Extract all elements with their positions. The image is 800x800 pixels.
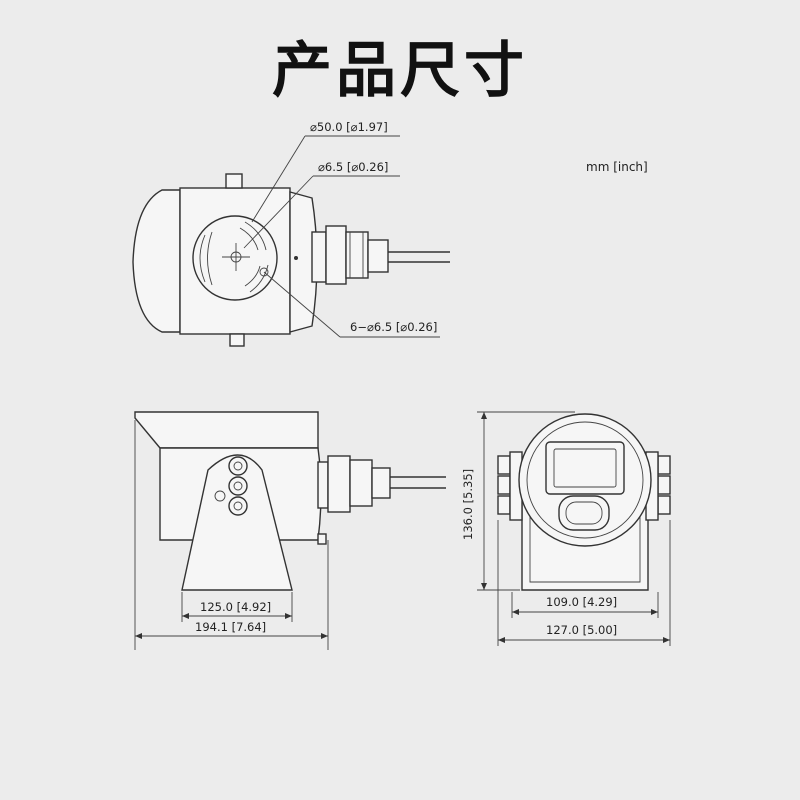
side-view: 125.0 [4.92] 194.1 [7.64]: [134, 411, 446, 650]
dim-overall-width: 127.0 [5.00]: [546, 623, 617, 637]
side-gland-tip: [371, 467, 391, 499]
front-side-bolt: [657, 475, 671, 495]
dim-hole-diameter: ⌀6.5 [⌀0.26]: [318, 160, 388, 174]
gland-base: [311, 231, 327, 283]
arc-slot: [244, 265, 261, 287]
front-window: [545, 441, 625, 495]
top-view-rear-housing: [132, 189, 181, 333]
sun-shield: [134, 411, 319, 449]
front-side-bolt: [497, 455, 511, 475]
front-view: 136.0 [5.35] 109.0 [4.29] 127.0 [5.00]: [461, 411, 671, 646]
gland-tip: [367, 239, 389, 273]
top-view-bottom-knob: [229, 333, 245, 347]
bracket-pin: [214, 490, 226, 502]
top-view-body: [179, 187, 291, 335]
gland-hex: [345, 231, 369, 279]
top-view: ⌀50.0 [⌀1.97] ⌀6.5 [⌀0.26] 6−⌀6.5 [⌀0.26…: [132, 120, 450, 347]
screw-dot: [294, 256, 298, 260]
page-title: 产品尺寸: [272, 36, 528, 106]
side-gland-nut: [327, 455, 351, 513]
dim-height: 136.0 [5.35]: [461, 469, 475, 540]
front-side-bolt: [657, 455, 671, 475]
arc-slot: [199, 234, 206, 283]
gland-nut: [325, 225, 347, 285]
front-side-bolt: [657, 495, 671, 515]
bracket-bolt: [228, 476, 248, 496]
arc-slot: [239, 227, 259, 251]
side-gland-hex: [349, 459, 373, 507]
units-label: mm [inch]: [586, 160, 648, 174]
mount-hole: [259, 267, 269, 277]
dim-window-diameter: ⌀50.0 [⌀1.97]: [310, 120, 388, 134]
front-lower-window: [558, 495, 610, 531]
arc-slot: [249, 264, 269, 293]
front-side-bolt: [497, 495, 511, 515]
front-side-bolt: [497, 475, 511, 495]
side-bracket: [181, 454, 293, 591]
bracket-bolt: [228, 456, 248, 476]
dim-overall-length: 194.1 [7.64]: [195, 620, 266, 634]
arc-slot: [244, 221, 267, 251]
top-view-top-knob: [225, 173, 243, 189]
mount-plate-circle: [192, 215, 278, 301]
front-housing: [518, 413, 652, 547]
bracket-bolt: [228, 496, 248, 516]
dim-mount-holes: 6−⌀6.5 [⌀0.26]: [350, 320, 437, 334]
dim-front-base-width: 109.0 [4.29]: [546, 595, 617, 609]
arc-slot: [207, 231, 213, 286]
side-gland-base: [317, 461, 329, 509]
dim-side-base-width: 125.0 [4.92]: [200, 600, 271, 614]
